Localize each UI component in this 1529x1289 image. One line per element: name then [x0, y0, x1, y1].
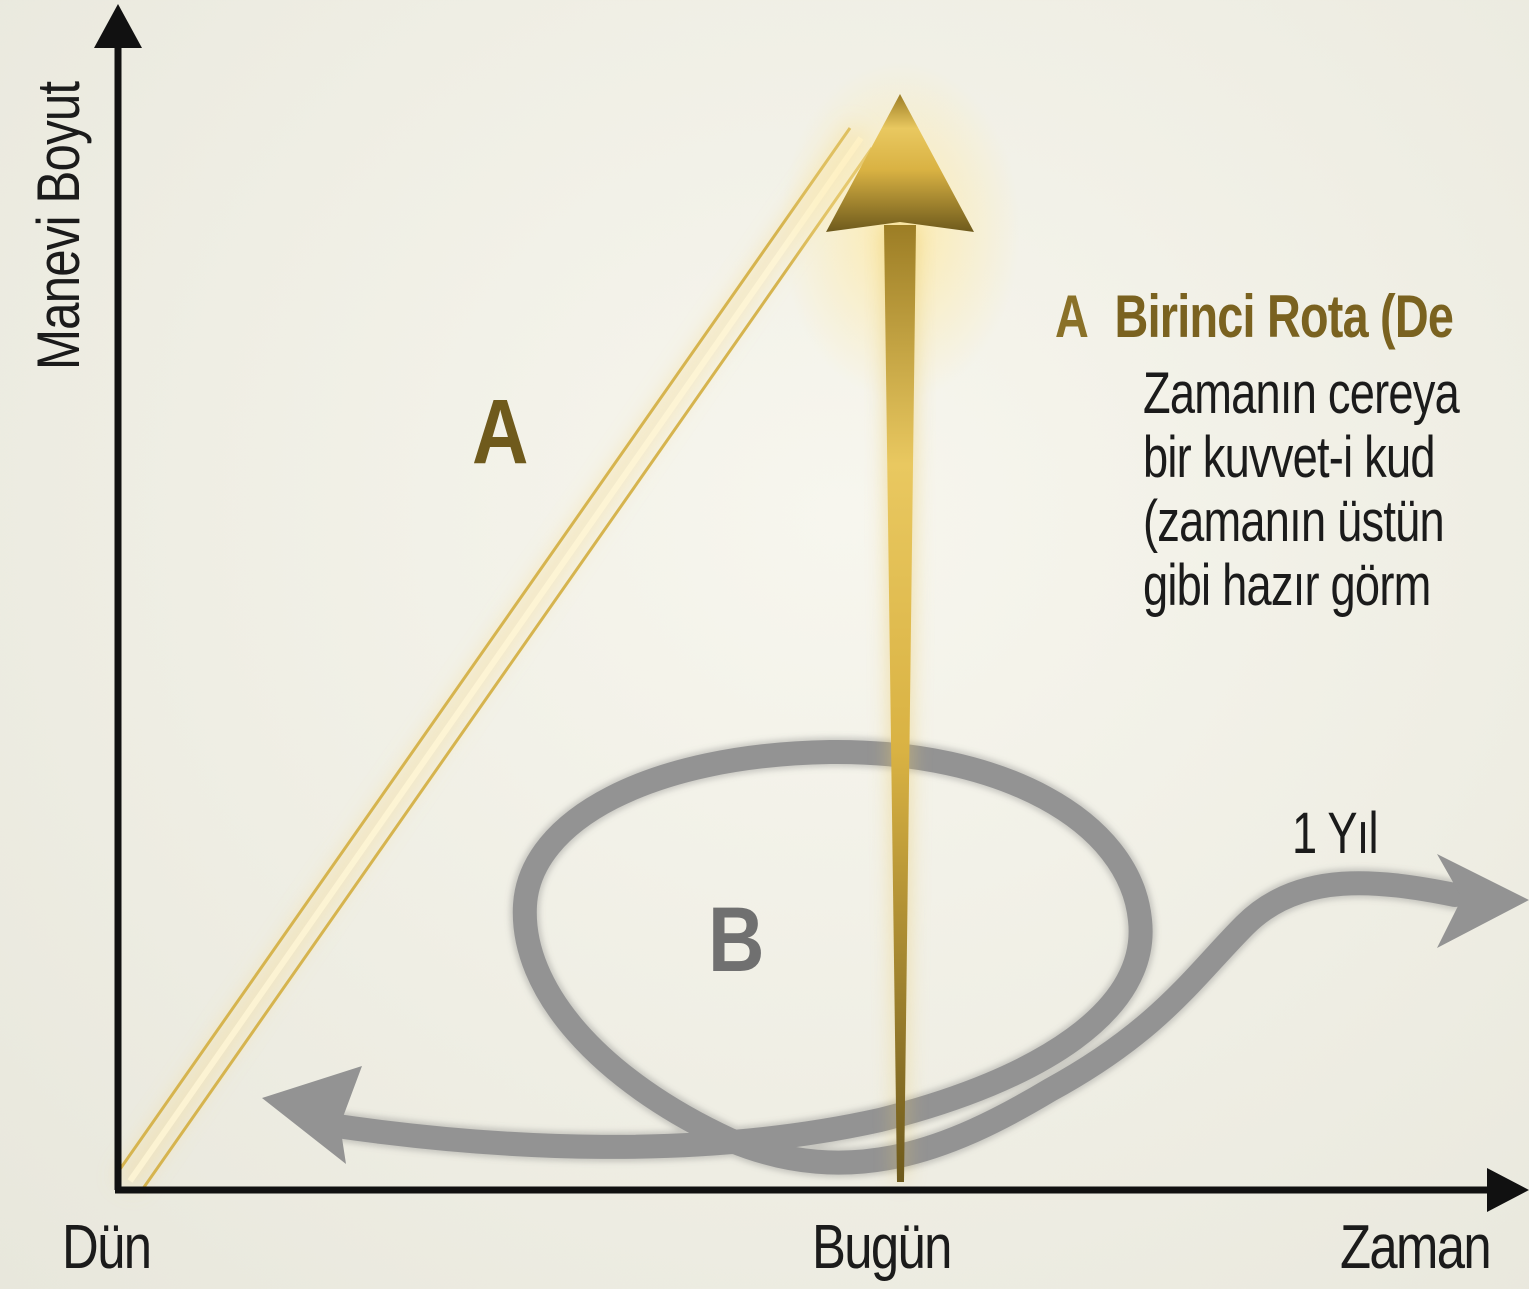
x-axis-arrowhead [1487, 1168, 1529, 1212]
x-tick-dun: Dün [62, 1213, 152, 1282]
legend-line: Zamanın cereya [1143, 361, 1460, 426]
legend-route-a: A Birinci Rota (De Zamanın cereya bir kuv… [1055, 282, 1529, 618]
route-a-vertical-arrow [780, 60, 1020, 1182]
route-b-letter: B [708, 889, 765, 991]
route-b-right-arrowhead [1437, 854, 1529, 948]
legend-title: Birinci Rota (De [1114, 283, 1454, 350]
legend-body: Zamanın cereya bir kuvvet-i kud (zamanın… [1143, 361, 1460, 618]
y-axis-arrowhead [94, 4, 142, 48]
route-b-curve [315, 736, 1470, 1178]
axes [94, 4, 1529, 1212]
legend-line: bir kuvvet-i kud [1143, 425, 1436, 490]
x-axis-label: Zaman [1340, 1213, 1492, 1282]
route-a-letter: A [472, 381, 529, 483]
legend-letter: A [1055, 283, 1089, 350]
legend-line: (zamanın üstün [1143, 489, 1445, 554]
route-b-left-arrowhead [262, 1066, 362, 1164]
x-tick-bugun: Bugün [812, 1213, 952, 1282]
route-b-label: 1 Yıl [1292, 801, 1379, 866]
route-a-diagonal [114, 122, 874, 1193]
y-axis-label: Manevi Boyut [25, 81, 92, 370]
legend-title-row: A Birinci Rota (De [1055, 282, 1454, 351]
legend-line: gibi hazır görm [1143, 553, 1431, 618]
